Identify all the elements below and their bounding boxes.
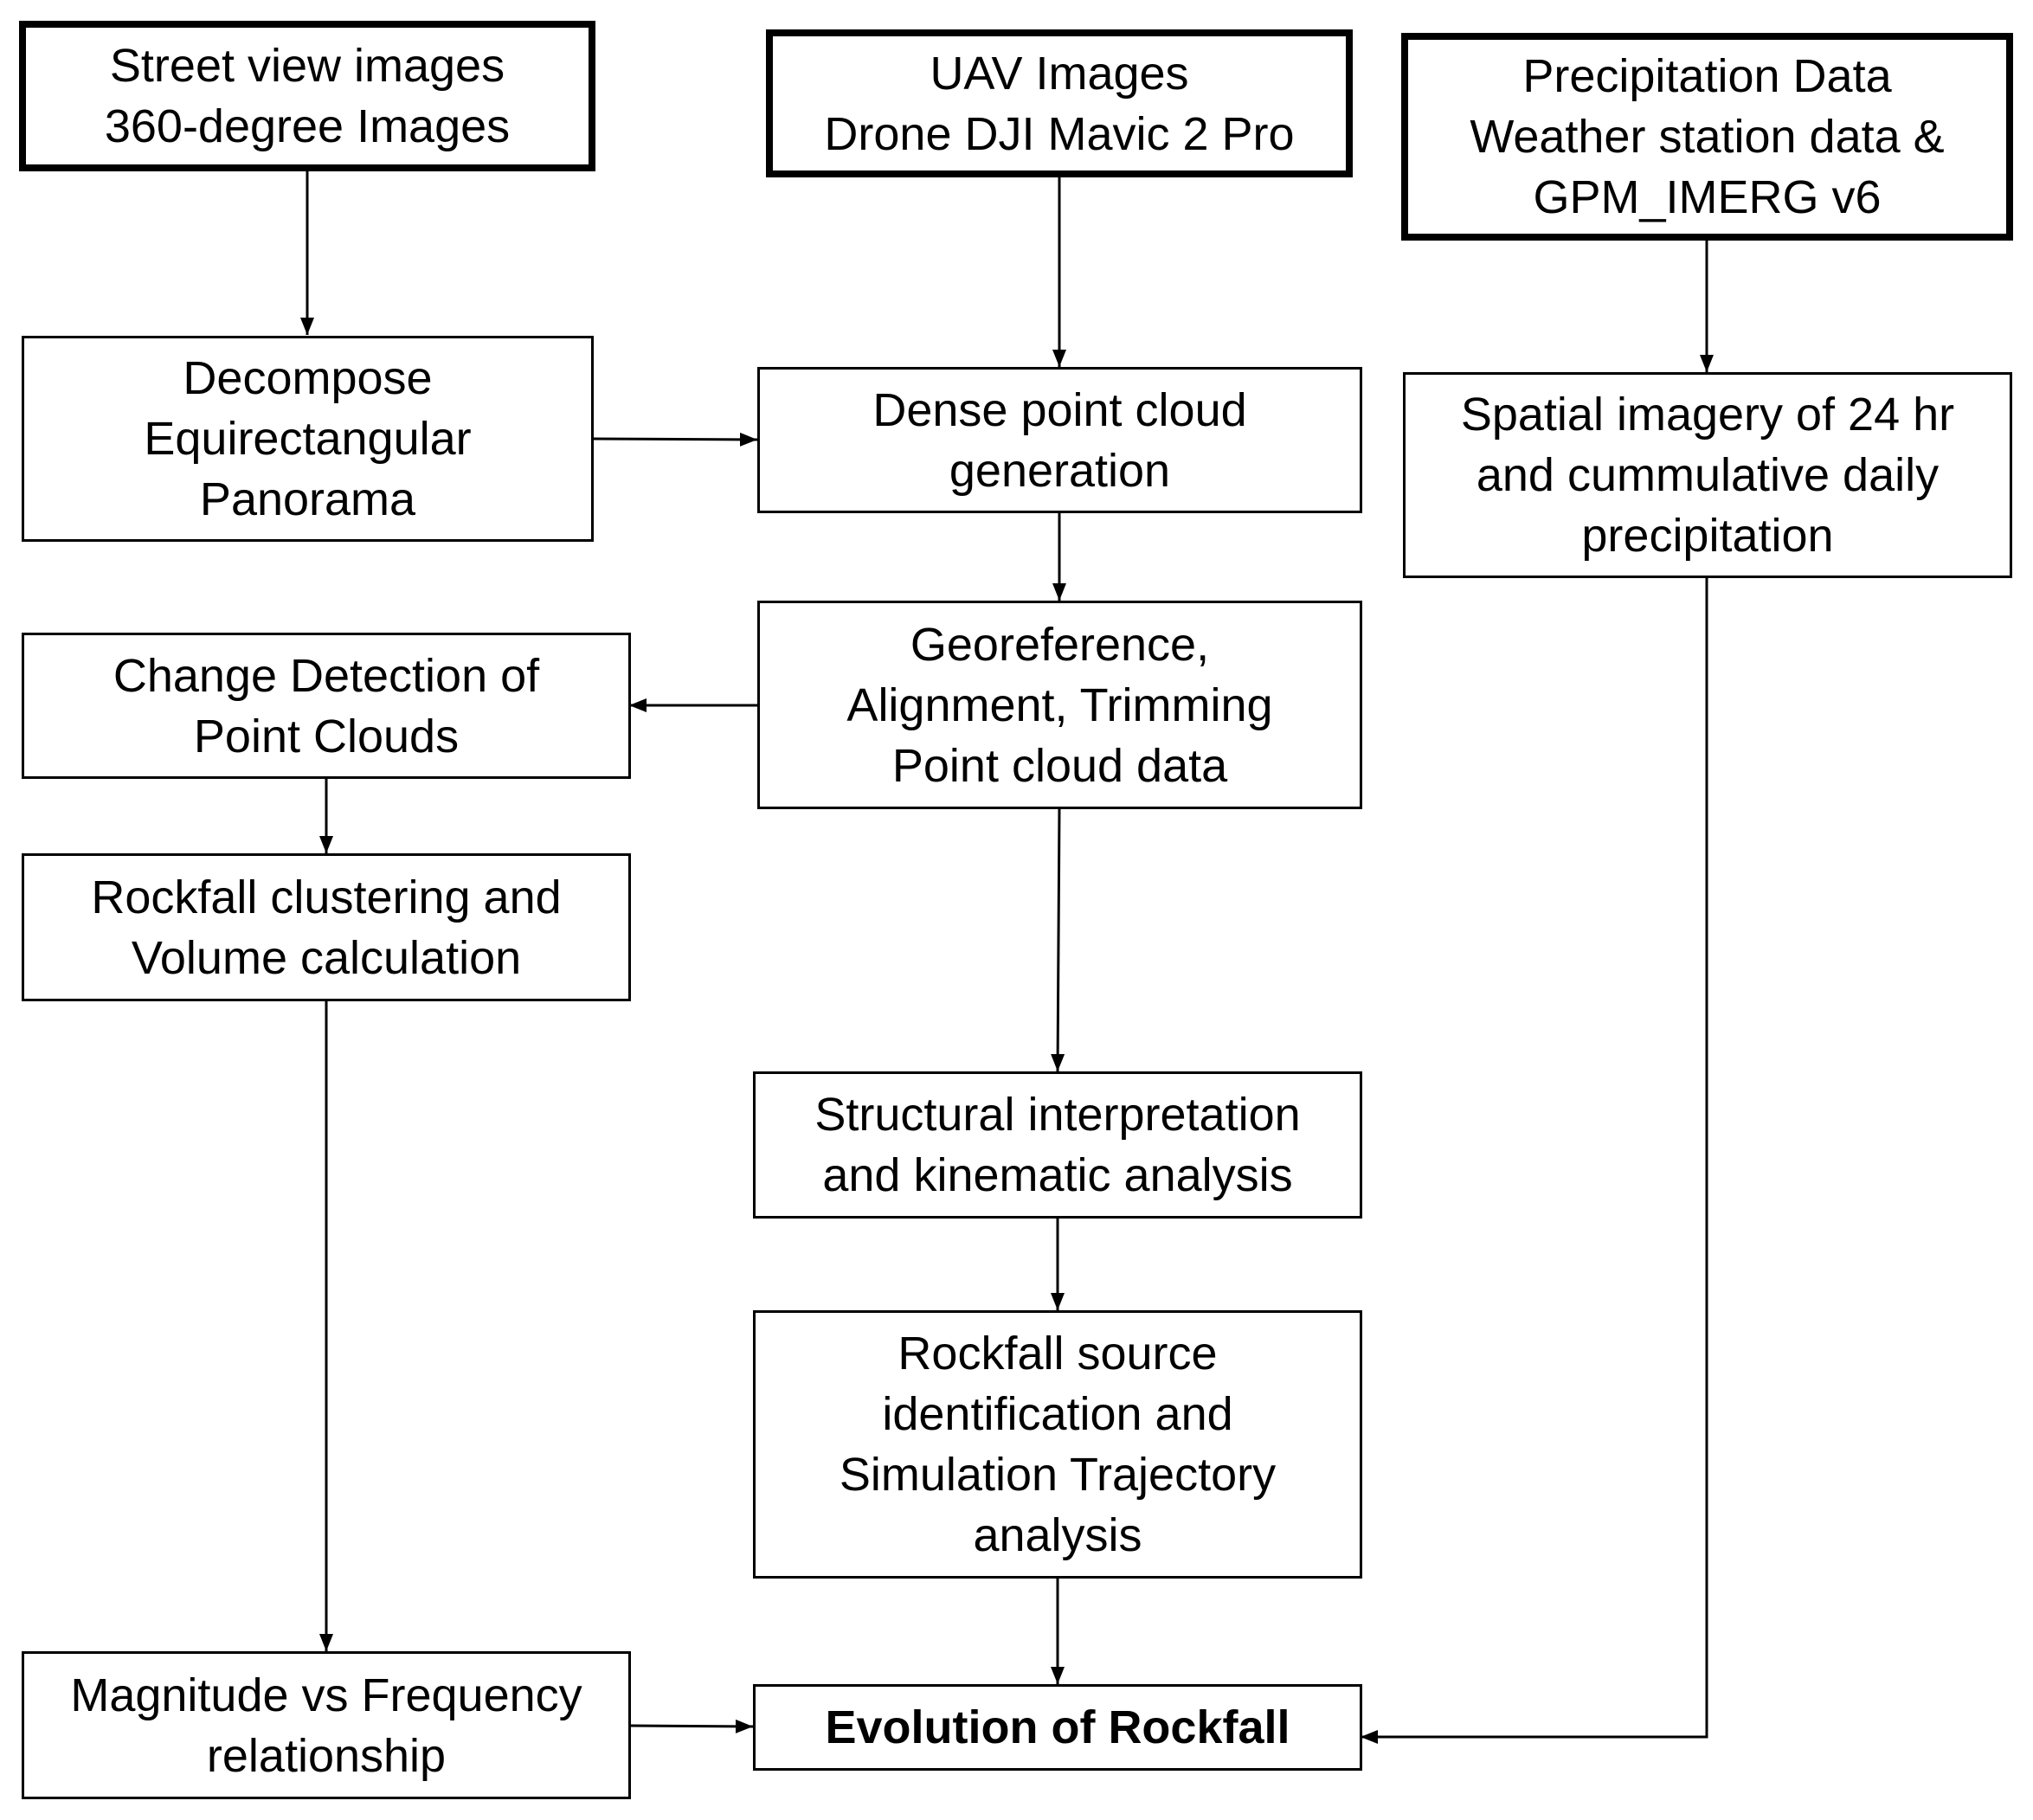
street-view-box: Street view images 360-degree Images: [19, 21, 595, 171]
spatial-imagery-label: Spatial imagery of 24 hr and cummulative…: [1460, 389, 1955, 562]
precipitation-data-label: Precipitation Data Weather station data …: [1470, 50, 1945, 223]
change-detection-box: Change Detection of Point Clouds: [22, 633, 631, 779]
rockfall-source-label: Rockfall source identification and Simul…: [839, 1328, 1277, 1561]
evolution-of-rockfall-label: Evolution of Rockfall: [825, 1701, 1290, 1753]
edge-spatial-to-evolution: [1361, 577, 1708, 1744]
edge-georef-to-structural: [1051, 807, 1065, 1072]
edge-decompose-to-dense: [591, 432, 758, 447]
georeference-label: Georeference, Alignment, Trimming Point …: [846, 618, 1273, 792]
georeference-box: Georeference, Alignment, Trimming Point …: [757, 601, 1362, 809]
rockfall-clustering-box: Rockfall clustering and Volume calculati…: [22, 853, 631, 1001]
uav-images-label: UAV Images Drone DJI Mavic 2 Pro: [824, 47, 1295, 160]
change-detection-label: Change Detection of Point Clouds: [113, 649, 540, 762]
decompose-label: Decompose Equirectangular Panorama: [144, 352, 472, 525]
magnitude-frequency-box: Magnitude vs Frequency relationship: [22, 1651, 631, 1799]
rockfall-source-box: Rockfall source identification and Simul…: [753, 1310, 1362, 1579]
dense-point-cloud-box: Dense point cloud generation: [757, 367, 1362, 513]
precipitation-data-box: Precipitation Data Weather station data …: [1401, 33, 2013, 241]
structural-interpretation-box: Structural interpretation and kinematic …: [753, 1071, 1362, 1219]
street-view-label: Street view images 360-degree Images: [104, 40, 511, 152]
decompose-box: Decompose Equirectangular Panorama: [22, 336, 594, 542]
dense-point-cloud-label: Dense point cloud generation: [872, 383, 1247, 497]
structural-interpretation-label: Structural interpretation and kinematic …: [814, 1089, 1301, 1201]
rockfall-clustering-label: Rockfall clustering and Volume calculati…: [91, 871, 562, 984]
evolution-of-rockfall-box: Evolution of Rockfall: [753, 1684, 1362, 1771]
uav-images-box: UAV Images Drone DJI Mavic 2 Pro: [766, 29, 1353, 177]
edge-magnitude-to-evolution: [629, 1719, 754, 1733]
spatial-imagery-box: Spatial imagery of 24 hr and cummulative…: [1403, 372, 2012, 578]
magnitude-frequency-label: Magnitude vs Frequency relationship: [70, 1669, 582, 1782]
